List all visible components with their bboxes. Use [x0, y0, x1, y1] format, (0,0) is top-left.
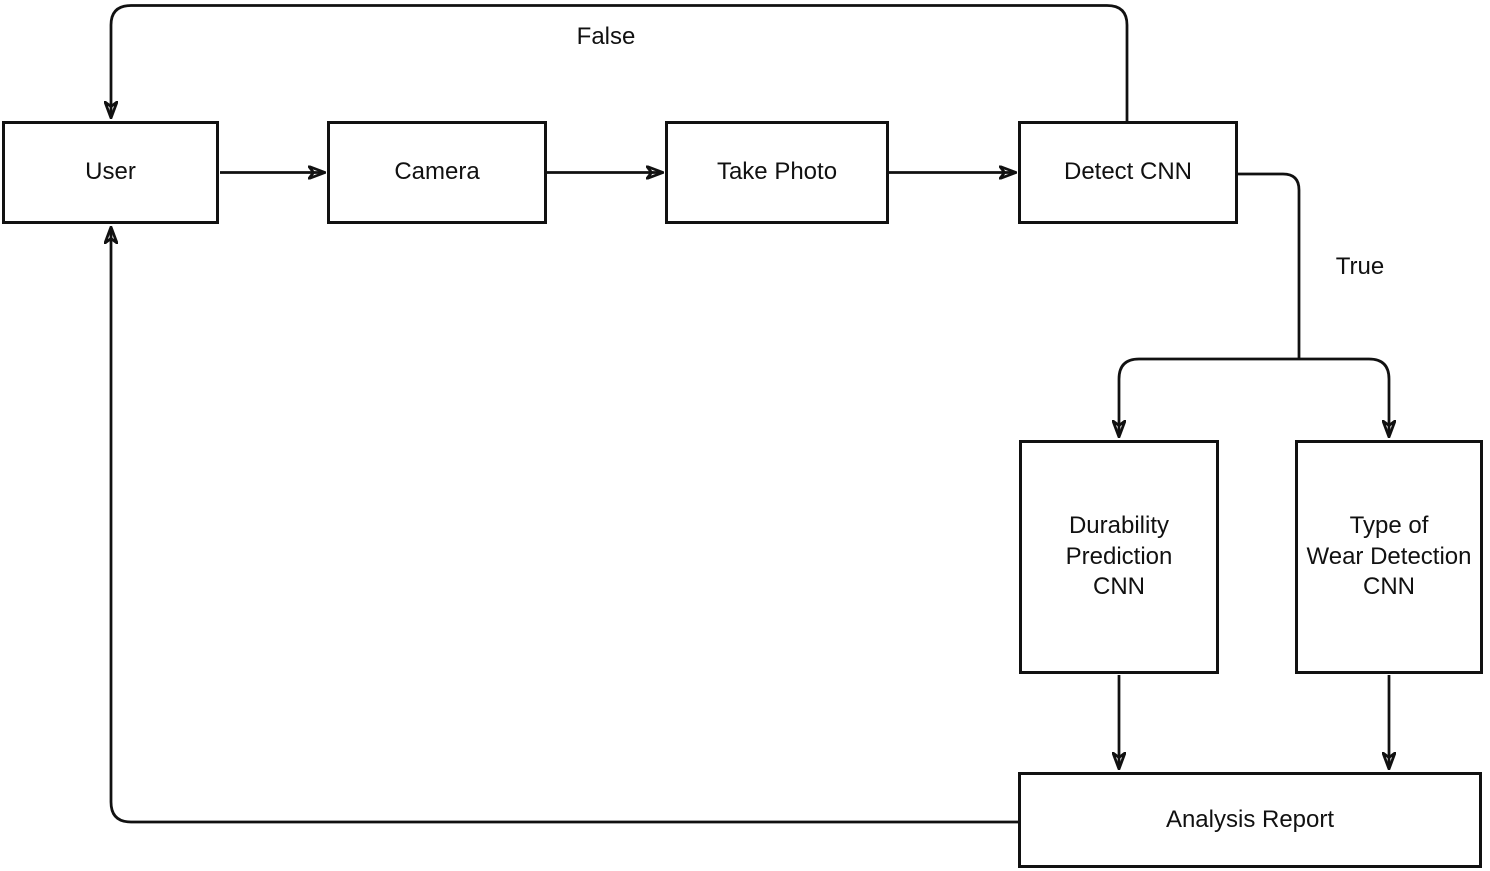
edge-detect-cnn-false-loop	[111, 4, 1129, 121]
node-type-of-wear-detection-cnn-label: Type of Wear Detection CNN	[1306, 512, 1472, 601]
node-detect-cnn: Detect CNN	[1018, 121, 1238, 224]
node-analysis-report: Analysis Report	[1018, 772, 1482, 868]
node-type-of-wear-detection-cnn: Type of Wear Detection CNN	[1295, 440, 1483, 674]
edge-detect-cnn-true-trunk	[1238, 172, 1301, 359]
node-camera-label: Camera	[394, 158, 480, 186]
node-take-photo: Take Photo	[665, 121, 889, 224]
node-detect-cnn-label: Detect CNN	[1063, 158, 1193, 186]
node-user: User	[2, 121, 219, 224]
edge-label-false: False	[576, 23, 636, 50]
node-durability-prediction-cnn-label: Durability Prediction CNN	[1065, 512, 1173, 601]
node-durability-prediction-cnn: Durability Prediction CNN	[1019, 440, 1219, 674]
node-take-photo-label: Take Photo	[716, 158, 838, 186]
node-analysis-report-label: Analysis Report	[1165, 805, 1335, 833]
node-camera: Camera	[327, 121, 547, 224]
node-user-label: User	[85, 158, 136, 186]
edge-label-true: True	[1335, 253, 1385, 280]
edge-analysis-user-return	[111, 228, 1018, 824]
edge-true-branch-wear	[1299, 357, 1389, 436]
edge-true-branch-durability	[1119, 357, 1299, 436]
